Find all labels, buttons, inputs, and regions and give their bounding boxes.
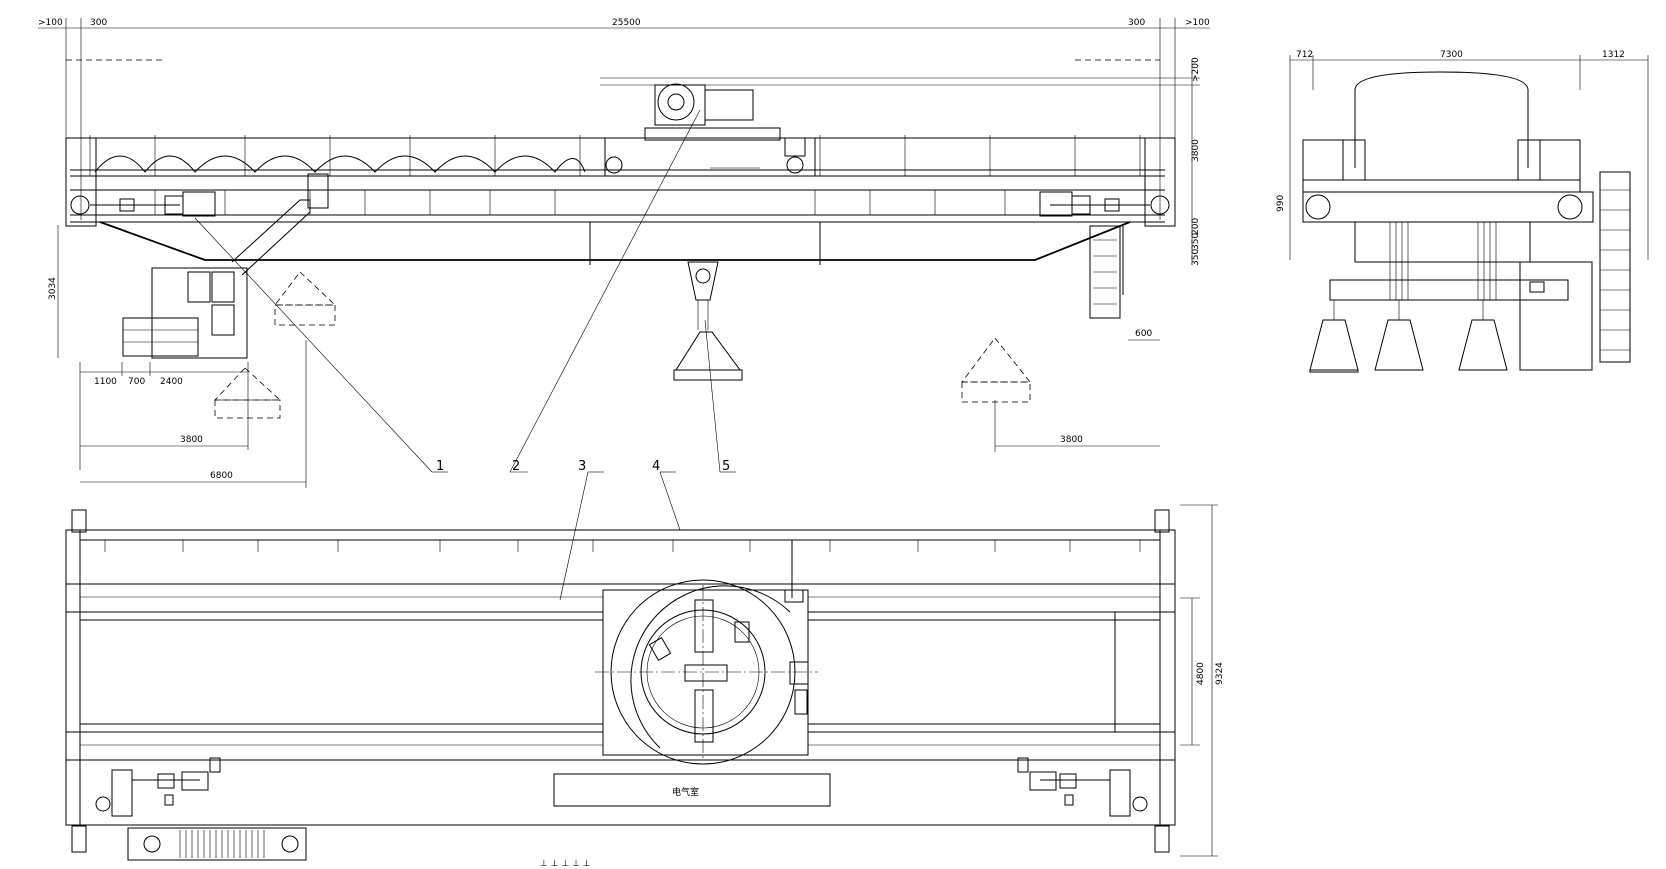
dim-side-7300: 7300 — [1440, 50, 1463, 60]
lower-railing — [154, 190, 1006, 215]
dim-cab-2400: 2400 — [160, 377, 183, 387]
dim-side-712: 712 — [1296, 50, 1313, 60]
railing-posts-left — [89, 135, 581, 176]
dim-clear-top: >200 — [1191, 57, 1201, 82]
dim-cab-700: 700 — [128, 377, 145, 387]
dim-3034: 3034 — [48, 277, 58, 300]
cab-dims: 1100 700 2400 — [79, 362, 249, 470]
railing-posts-right — [819, 135, 1141, 176]
dim-350b: 350 — [1191, 249, 1201, 266]
plan-view: 电气室 — [65, 504, 1225, 869]
trolley — [604, 83, 816, 177]
hook-limit-left-1 — [274, 271, 337, 306]
side-wheel-right-icon — [1557, 194, 1583, 220]
dim-left-offset: 300 — [90, 18, 107, 28]
end-truck-right — [1144, 137, 1176, 227]
plan-trolley — [595, 540, 818, 765]
wheel-right-icon — [1150, 195, 1170, 215]
ladder-right — [1089, 225, 1124, 319]
top-dimension-chain: >100 300 25500 300 >100 — [38, 18, 1210, 220]
dim-side-990: 990 — [1276, 195, 1286, 212]
callout-5: 5 — [722, 459, 730, 474]
plan-corner-posts — [71, 509, 1170, 853]
electrical-room-label: 电气室 — [672, 786, 699, 798]
hook-limit-left-2 — [214, 367, 282, 401]
travel-drive-right — [1039, 191, 1150, 217]
trolley-cover — [1354, 71, 1529, 168]
travel-drive-left — [90, 191, 216, 217]
side-hooks — [1309, 300, 1508, 373]
hook-limit-right — [961, 337, 1031, 383]
plan-drive-left — [95, 757, 221, 817]
dim-span: 25500 — [612, 18, 641, 28]
dim-right-offset: 300 — [1128, 18, 1145, 28]
hook-limit-annotations: 3800 6800 3800 — [80, 340, 1160, 488]
note-right-hook-limit: 3800 — [1060, 435, 1083, 445]
callout-3: 3 — [578, 459, 586, 474]
hoist-drum-icon — [657, 83, 695, 121]
side-ropes — [1389, 222, 1497, 300]
side-ladder — [1599, 171, 1631, 363]
electrical-room — [553, 773, 831, 807]
end-truck-left — [65, 137, 97, 227]
dim-3800: 3800 — [1191, 139, 1201, 162]
plan-walkway-grating — [127, 827, 307, 861]
dim-left-overhang: >100 — [38, 18, 63, 28]
hook-block-center — [673, 261, 743, 381]
dim-cab-1100: 1100 — [94, 377, 117, 387]
note-left-hook-limit: 3800 — [180, 435, 203, 445]
dim-600: 600 — [1135, 329, 1152, 339]
dim-side-1312: 1312 — [1602, 50, 1625, 60]
wheel-left-icon — [70, 195, 90, 215]
callout-4: 4 — [652, 459, 660, 474]
dim-plan-9324: 9324 — [1215, 662, 1225, 685]
side-wheel-left-icon — [1305, 194, 1331, 220]
girder-truss — [94, 155, 586, 173]
operator-cab — [122, 173, 329, 359]
callout-2: 2 — [512, 459, 520, 474]
dim-plan-4800: 4800 — [1196, 662, 1206, 685]
callout-1: 1 — [436, 459, 444, 474]
plan-vertical-dims: 4800 9324 — [1180, 504, 1225, 857]
side-elevation: 712 7300 1312 — [1276, 50, 1649, 373]
bottom-section-marks: ⊥ ⊥ ⊥ ⊥ ⊥ — [540, 859, 591, 869]
right-vertical-dims: >200 3800 200 350 350 600 — [1128, 57, 1201, 341]
main-girder — [99, 221, 1131, 261]
plan-top-hangers — [104, 540, 1141, 552]
plan-drive-right — [1017, 757, 1148, 817]
dim-right-overhang: >100 — [1185, 18, 1210, 28]
dim-350a: 350 — [1191, 233, 1201, 250]
front-elevation: >200 3800 200 350 350 600 3034 1100 700 … — [48, 57, 1201, 601]
side-cab — [1519, 261, 1593, 371]
callout-leaders: 1 2 3 4 5 — [194, 109, 736, 601]
dim-200: 200 — [1191, 218, 1201, 235]
note-left-hook-limit2: 6800 — [210, 471, 233, 481]
